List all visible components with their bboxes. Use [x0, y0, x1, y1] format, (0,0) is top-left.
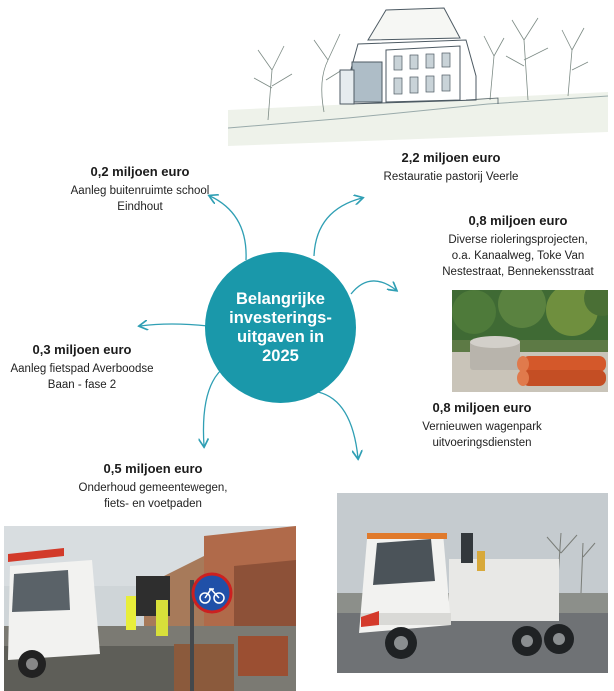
item-amount: 2,2 miljoen euro: [401, 150, 501, 165]
pastorij-sketch-image: [228, 7, 608, 146]
center-circle: Belangrijke investerings- uitgaven in 20…: [205, 252, 356, 403]
item-amount: 0,3 miljoen euro: [32, 342, 132, 357]
item-description: Diverse rioleringsprojecten, o.a. Kanaal…: [442, 234, 594, 278]
item-riolering: 0,8 miljoen euro Diverse rioleringsproje…: [430, 213, 606, 280]
item-description: Onderhoud gemeentewegen, fiets- en voetp…: [78, 482, 228, 510]
arrow-to-riolering: [350, 280, 396, 295]
arrow-to-fietspad: [140, 324, 209, 326]
item-description: Aanleg fietspad Averboodse Baan - fase 2: [10, 363, 154, 391]
item-school: 0,2 miljoen euro Aanleg buitenruimte sch…: [50, 164, 230, 215]
item-amount: 0,8 miljoen euro: [468, 213, 568, 228]
item-amount: 0,2 miljoen euro: [90, 164, 190, 179]
riolering-pipes-photo: [452, 290, 608, 392]
item-description: Restauratie pastorij Veerle: [383, 171, 519, 183]
item-pastorij: 2,2 miljoen euro Restauratie pastorij Ve…: [356, 150, 546, 185]
arrow-to-wagenpark: [317, 391, 358, 458]
item-wagenpark: 0,8 miljoen euro Vernieuwen wagenpark ui…: [394, 400, 570, 451]
item-description: Aanleg buitenruimte school Eindhout: [70, 185, 210, 213]
arrow-to-pastorij: [313, 198, 362, 257]
wagenpark-truck-photo: [337, 493, 608, 673]
item-fietspad: 0,3 miljoen euro Aanleg fietspad Averboo…: [0, 342, 164, 393]
center-title: Belangrijke investerings- uitgaven in 20…: [229, 289, 332, 365]
wegenwerken-photo: [4, 526, 296, 691]
item-amount: 0,5 miljoen euro: [103, 461, 203, 476]
arrow-to-school: [210, 196, 247, 261]
item-description: Vernieuwen wagenpark uitvoeringsdiensten: [422, 421, 542, 449]
item-wegen: 0,5 miljoen euro Onderhoud gemeentewegen…: [58, 461, 248, 512]
arrow-to-wegen: [203, 365, 227, 446]
item-amount: 0,8 miljoen euro: [432, 400, 532, 415]
